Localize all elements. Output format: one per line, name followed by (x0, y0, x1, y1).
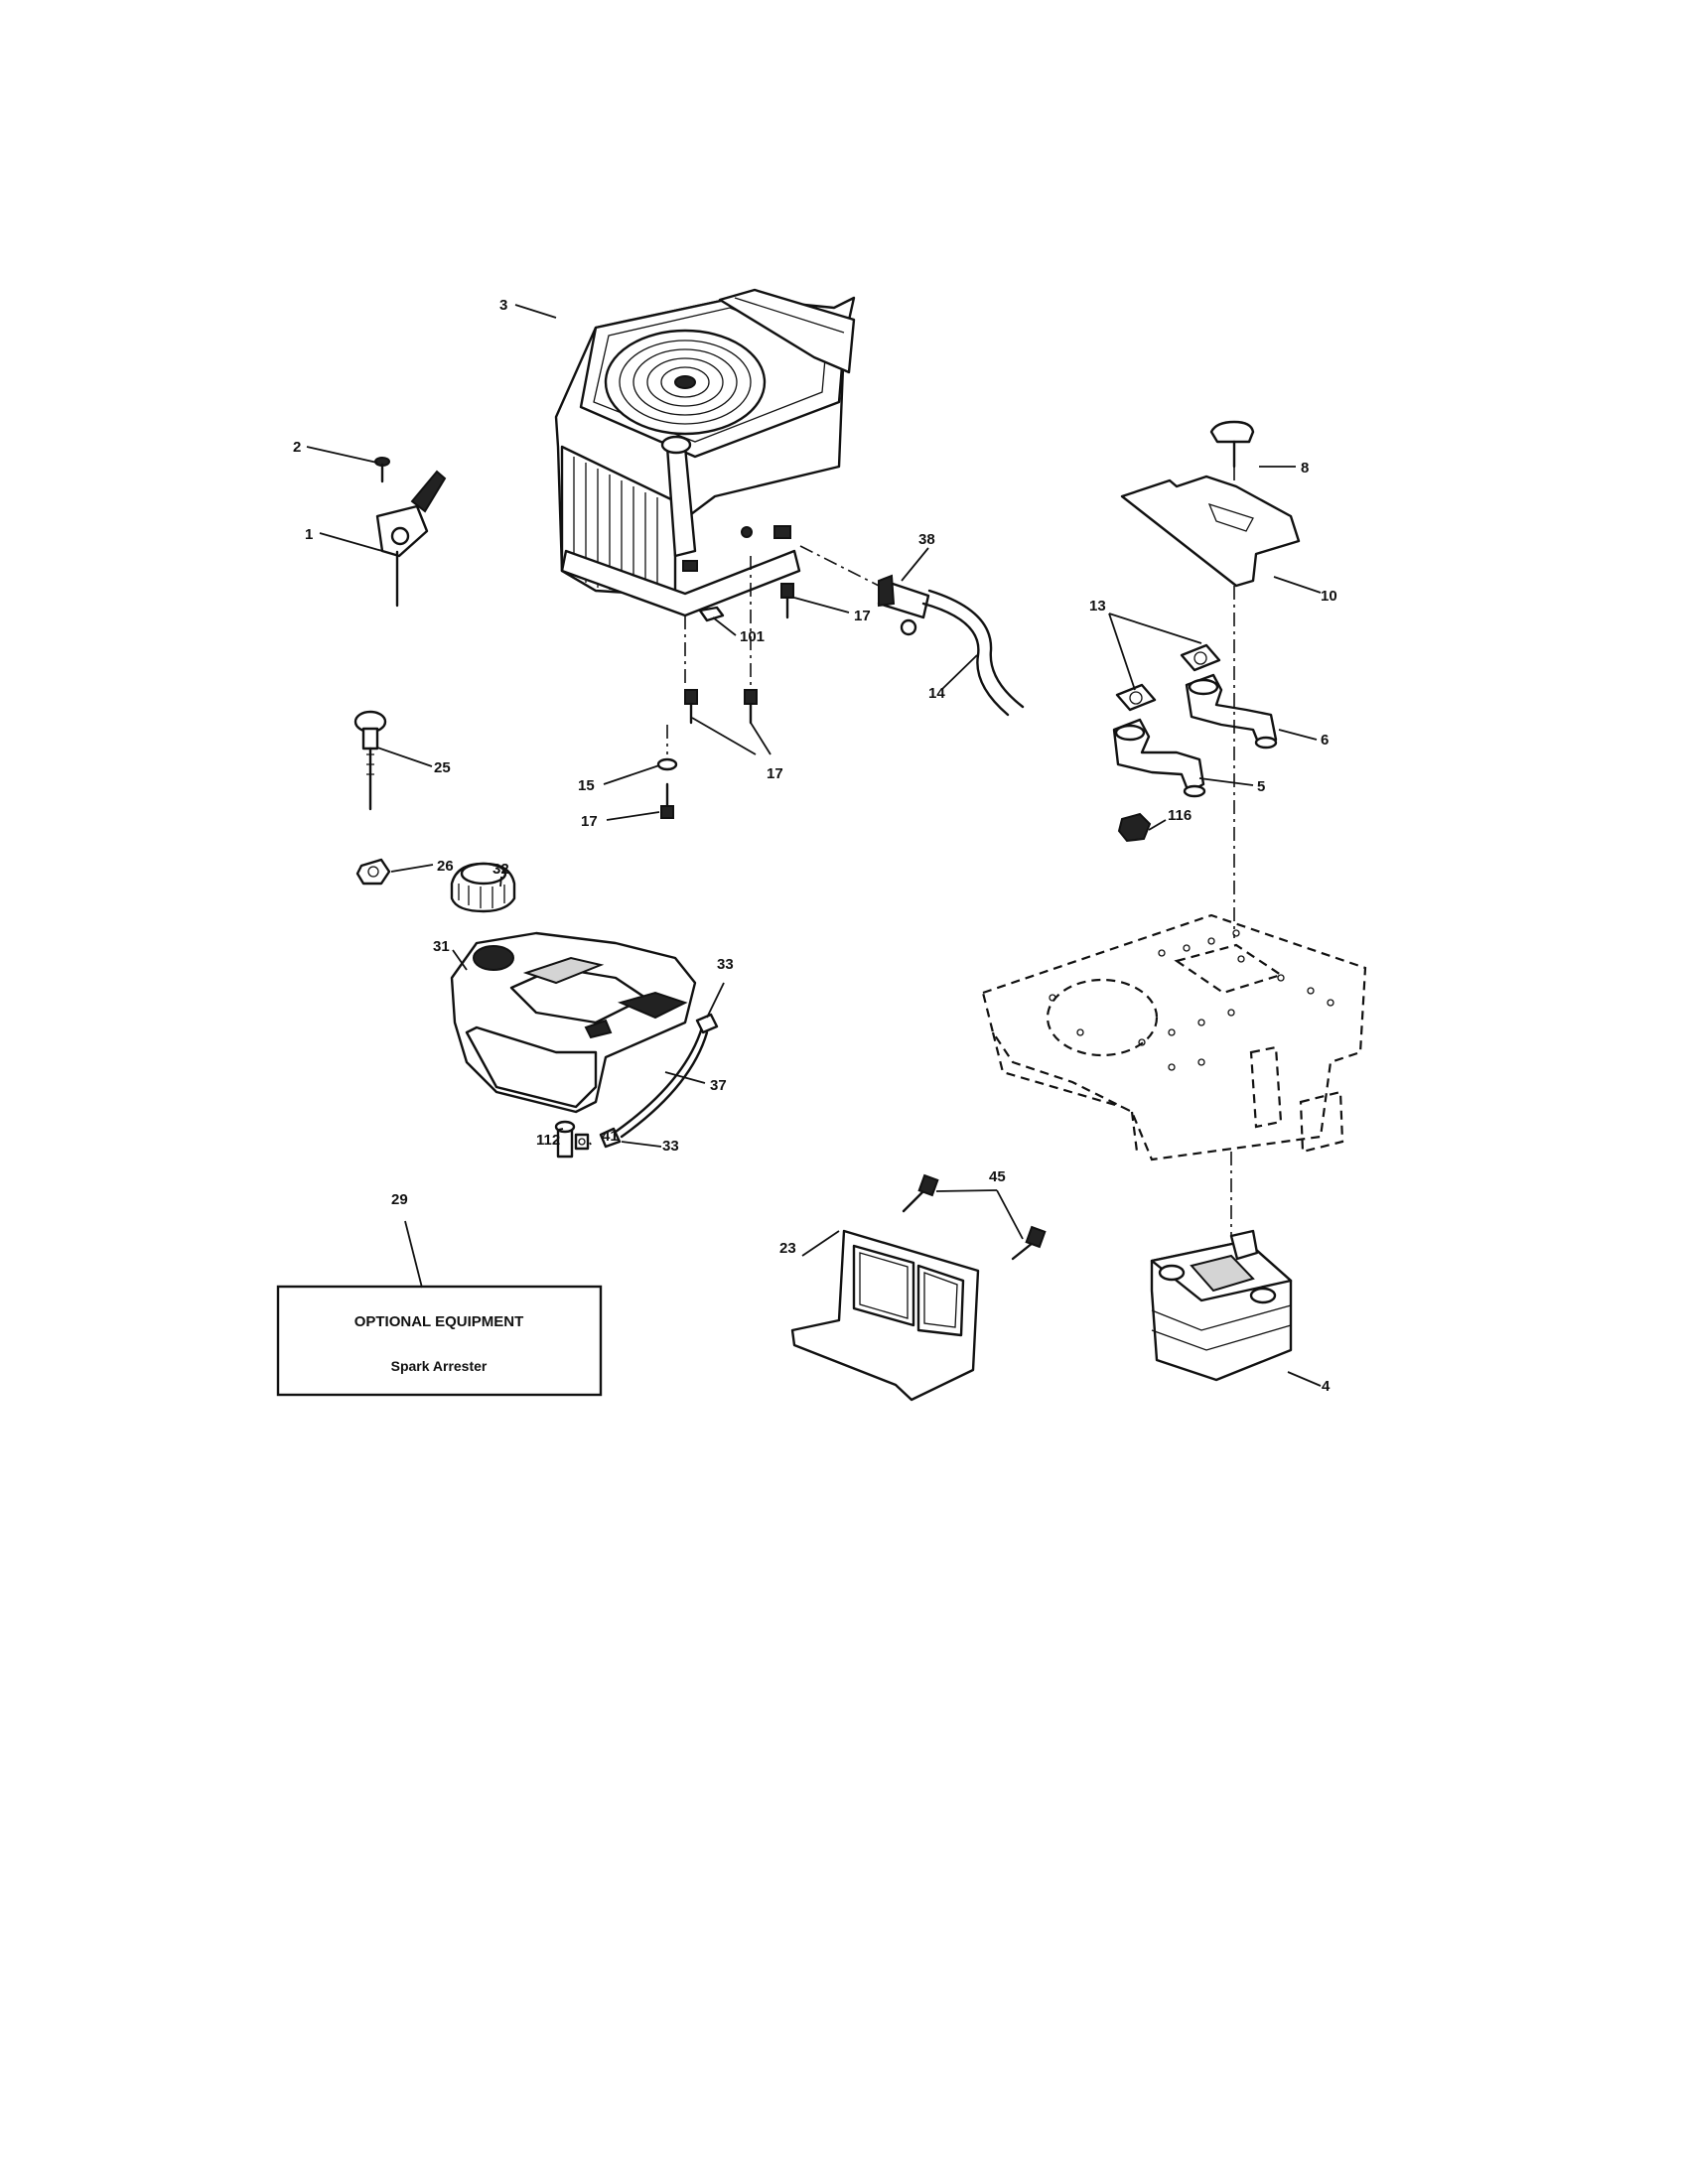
fitting-part-41 (574, 1133, 590, 1151)
callout-29: 29 (391, 1191, 408, 1208)
gasket-part-13-upper (1180, 643, 1221, 672)
callout-17-middle: 17 (767, 765, 783, 782)
fuel-tank-part-31 (450, 931, 697, 1114)
callout-37: 37 (710, 1077, 727, 1094)
choke-control-part-25 (353, 710, 387, 811)
callout-8: 8 (1301, 460, 1309, 477)
callout-26: 26 (437, 858, 454, 875)
callout-101: 101 (740, 628, 765, 645)
nut-part-116 (1117, 812, 1152, 843)
leader-lines (306, 304, 1322, 1387)
gasket-part-13-lower (1115, 683, 1157, 712)
screw-part-8 (1209, 420, 1255, 469)
heat-shield-part-10 (1120, 475, 1301, 588)
bolt-part-17-upper-right (780, 583, 794, 619)
callout-13: 13 (1089, 598, 1106, 614)
fuel-cap-part-32 (450, 862, 516, 913)
washer-part-15 (656, 757, 678, 771)
alignment-lines (666, 467, 1235, 1236)
exhaust-pipe-part-5 (1112, 718, 1206, 798)
callout-4: 4 (1322, 1378, 1331, 1395)
callout-10: 10 (1321, 588, 1337, 605)
muffler-part-4 (1150, 1229, 1293, 1382)
callout-6: 6 (1321, 732, 1329, 749)
engine-part-3 (554, 288, 856, 617)
callout-5: 5 (1257, 778, 1265, 795)
callout-15: 15 (578, 777, 595, 794)
optional-equipment-title: OPTIONAL EQUIPMENT (354, 1313, 524, 1330)
callout-23: 23 (779, 1240, 796, 1257)
callout-17-lower: 17 (581, 813, 598, 830)
clamp-part-33-lower (599, 1127, 622, 1149)
bolt-part-45-lower (1011, 1225, 1047, 1261)
callout-116: 116 (1168, 807, 1192, 824)
callout-32: 32 (492, 861, 509, 878)
callout-33-upper: 33 (717, 956, 734, 973)
throttle-control-part-1 (375, 470, 447, 608)
callout-33-lower: 33 (662, 1138, 679, 1155)
callout-14: 14 (928, 685, 945, 702)
bolt-part-17-left (684, 689, 698, 725)
callout-1: 1 (305, 526, 313, 543)
chassis-frame (981, 913, 1367, 1161)
fuel-pump-part-38 (877, 574, 930, 636)
clamp-part-33-upper (695, 1013, 719, 1034)
optional-equipment-box: OPTIONAL EQUIPMENT Spark Arrester (276, 1285, 603, 1397)
spark-arrester-label: Spark Arrester (391, 1358, 488, 1374)
callout-41: 41 (602, 1128, 619, 1145)
bolt-part-17-lower (660, 782, 674, 819)
exhaust-pipe-part-6 (1185, 673, 1278, 750)
callout-45: 45 (989, 1168, 1006, 1185)
bolt-part-45-upper (902, 1173, 939, 1213)
callout-labels: 3 2 1 8 10 38 17 101 13 14 6 25 17 5 15 … (293, 297, 1337, 1395)
screw-part-2 (374, 457, 390, 483)
fuel-line-part-37 (612, 1025, 709, 1144)
callout-17-upper: 17 (854, 608, 871, 624)
callout-112: 112 (536, 1132, 560, 1149)
washer-part-101 (698, 606, 725, 622)
fuel-hose-part-14 (921, 589, 1025, 717)
nut-part-26 (355, 858, 391, 886)
callout-25: 25 (434, 759, 451, 776)
callout-2: 2 (293, 439, 301, 456)
callout-31: 31 (433, 938, 450, 955)
fitting-part-112 (554, 1120, 576, 1159)
bracket-part-23 (790, 1229, 980, 1402)
bolt-part-17-right (744, 689, 758, 725)
callout-3: 3 (499, 297, 507, 314)
callout-38: 38 (918, 531, 935, 548)
